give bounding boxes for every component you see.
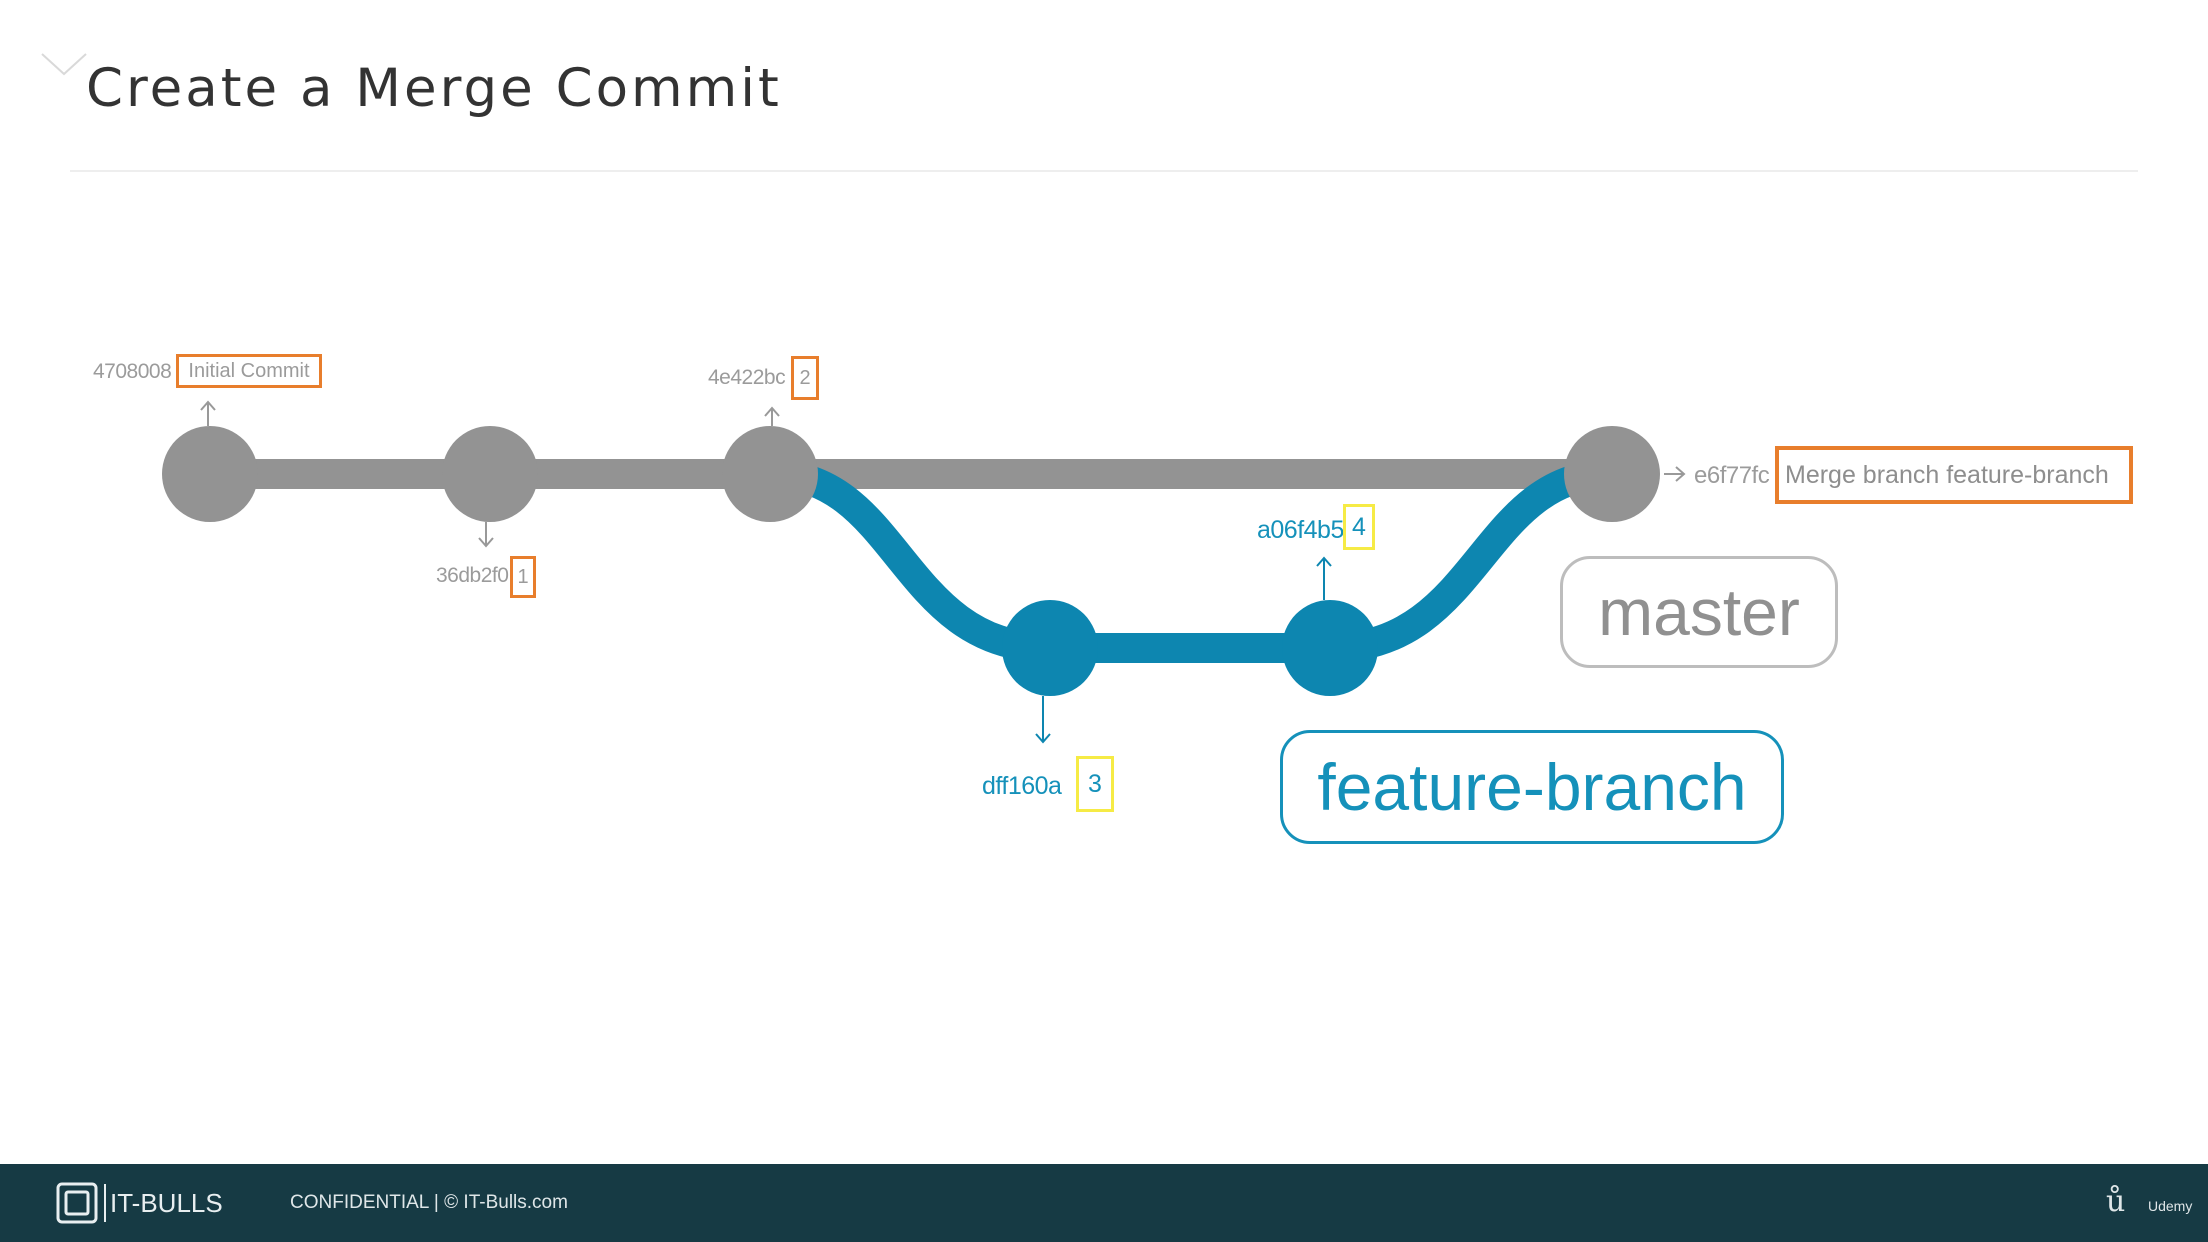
title-divider <box>70 170 2138 172</box>
commit-hash: dff160a <box>982 772 1062 800</box>
commit-node-c5 <box>1564 426 1660 522</box>
arrow-down-icon <box>478 522 494 548</box>
udemy-logo-icon: ů <box>2106 1184 2126 1219</box>
footer-divider <box>104 1184 106 1222</box>
commit-hash: a06f4b5 <box>1257 516 1344 544</box>
footer-brand: IT-BULLS <box>110 1188 223 1218</box>
arrow-up-icon <box>1316 556 1332 600</box>
commit-message: 1 <box>510 556 536 598</box>
commit-hash: 4e422bc <box>708 366 786 389</box>
commit-node-c0 <box>162 426 258 522</box>
chevron-down-icon <box>41 53 87 76</box>
udemy-logo-text: Udemy <box>2148 1198 2193 1214</box>
arrow-up-icon <box>764 406 780 426</box>
commit-message: 4 <box>1343 504 1375 550</box>
commit-hash: 36db2f0 <box>436 564 509 587</box>
commit-message: Initial Commit <box>176 354 322 388</box>
commit-hash: e6f77fc <box>1694 462 1770 489</box>
arrow-up-icon <box>200 400 216 426</box>
arrow-right-icon <box>1664 466 1686 482</box>
commit-message: 3 <box>1076 756 1114 812</box>
feature-branch-line <box>769 459 1613 663</box>
commit-hash: 4708008 <box>93 360 172 383</box>
chip-icon <box>56 1182 98 1224</box>
branch-label-master: master <box>1560 556 1838 668</box>
footer-confidential: CONFIDENTIAL | © IT-Bulls.com <box>290 1192 568 1213</box>
commit-node-c1 <box>442 426 538 522</box>
commit-message: Merge branch feature-branch <box>1775 446 2133 504</box>
commit-node-c3 <box>1002 600 1098 696</box>
branch-label-feature: feature-branch <box>1280 730 1784 844</box>
commit-node-c4 <box>1282 600 1378 696</box>
commit-node-c2 <box>722 426 818 522</box>
slide-title: Create a Merge Commit <box>86 58 782 119</box>
commit-message: 2 <box>791 356 819 400</box>
arrow-down-icon <box>1035 696 1051 744</box>
footer-bar: IT-BULLS CONFIDENTIAL | © IT-Bulls.com ů… <box>0 1164 2208 1242</box>
